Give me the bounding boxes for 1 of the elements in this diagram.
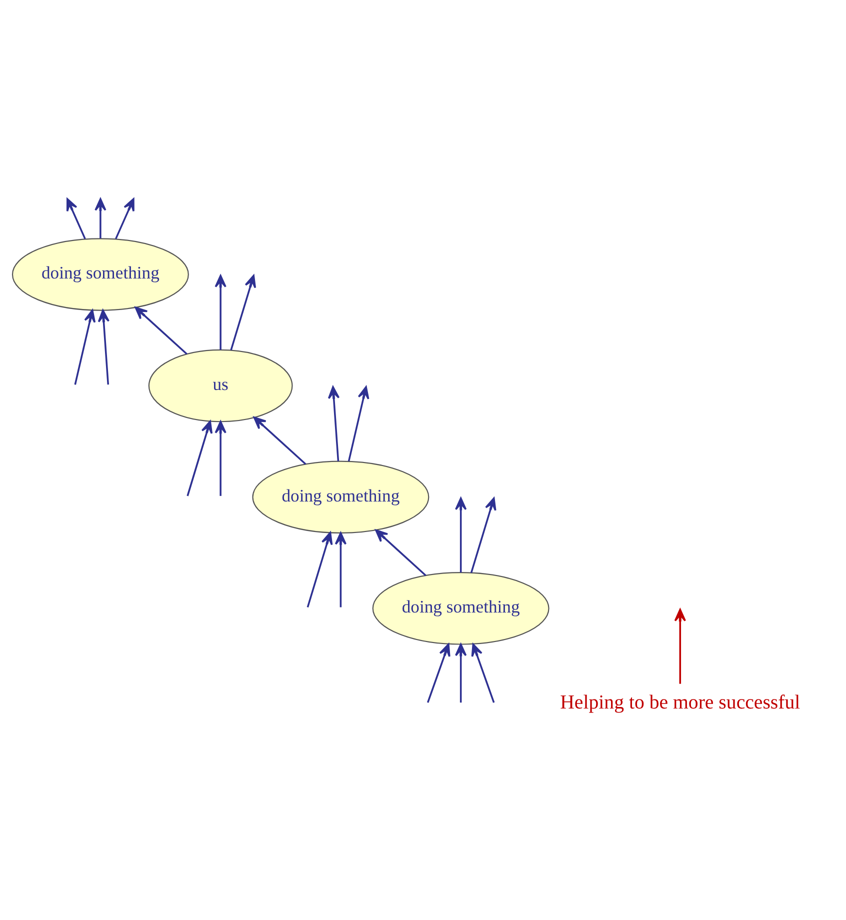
node-text: Helping to be more successful	[560, 691, 800, 714]
